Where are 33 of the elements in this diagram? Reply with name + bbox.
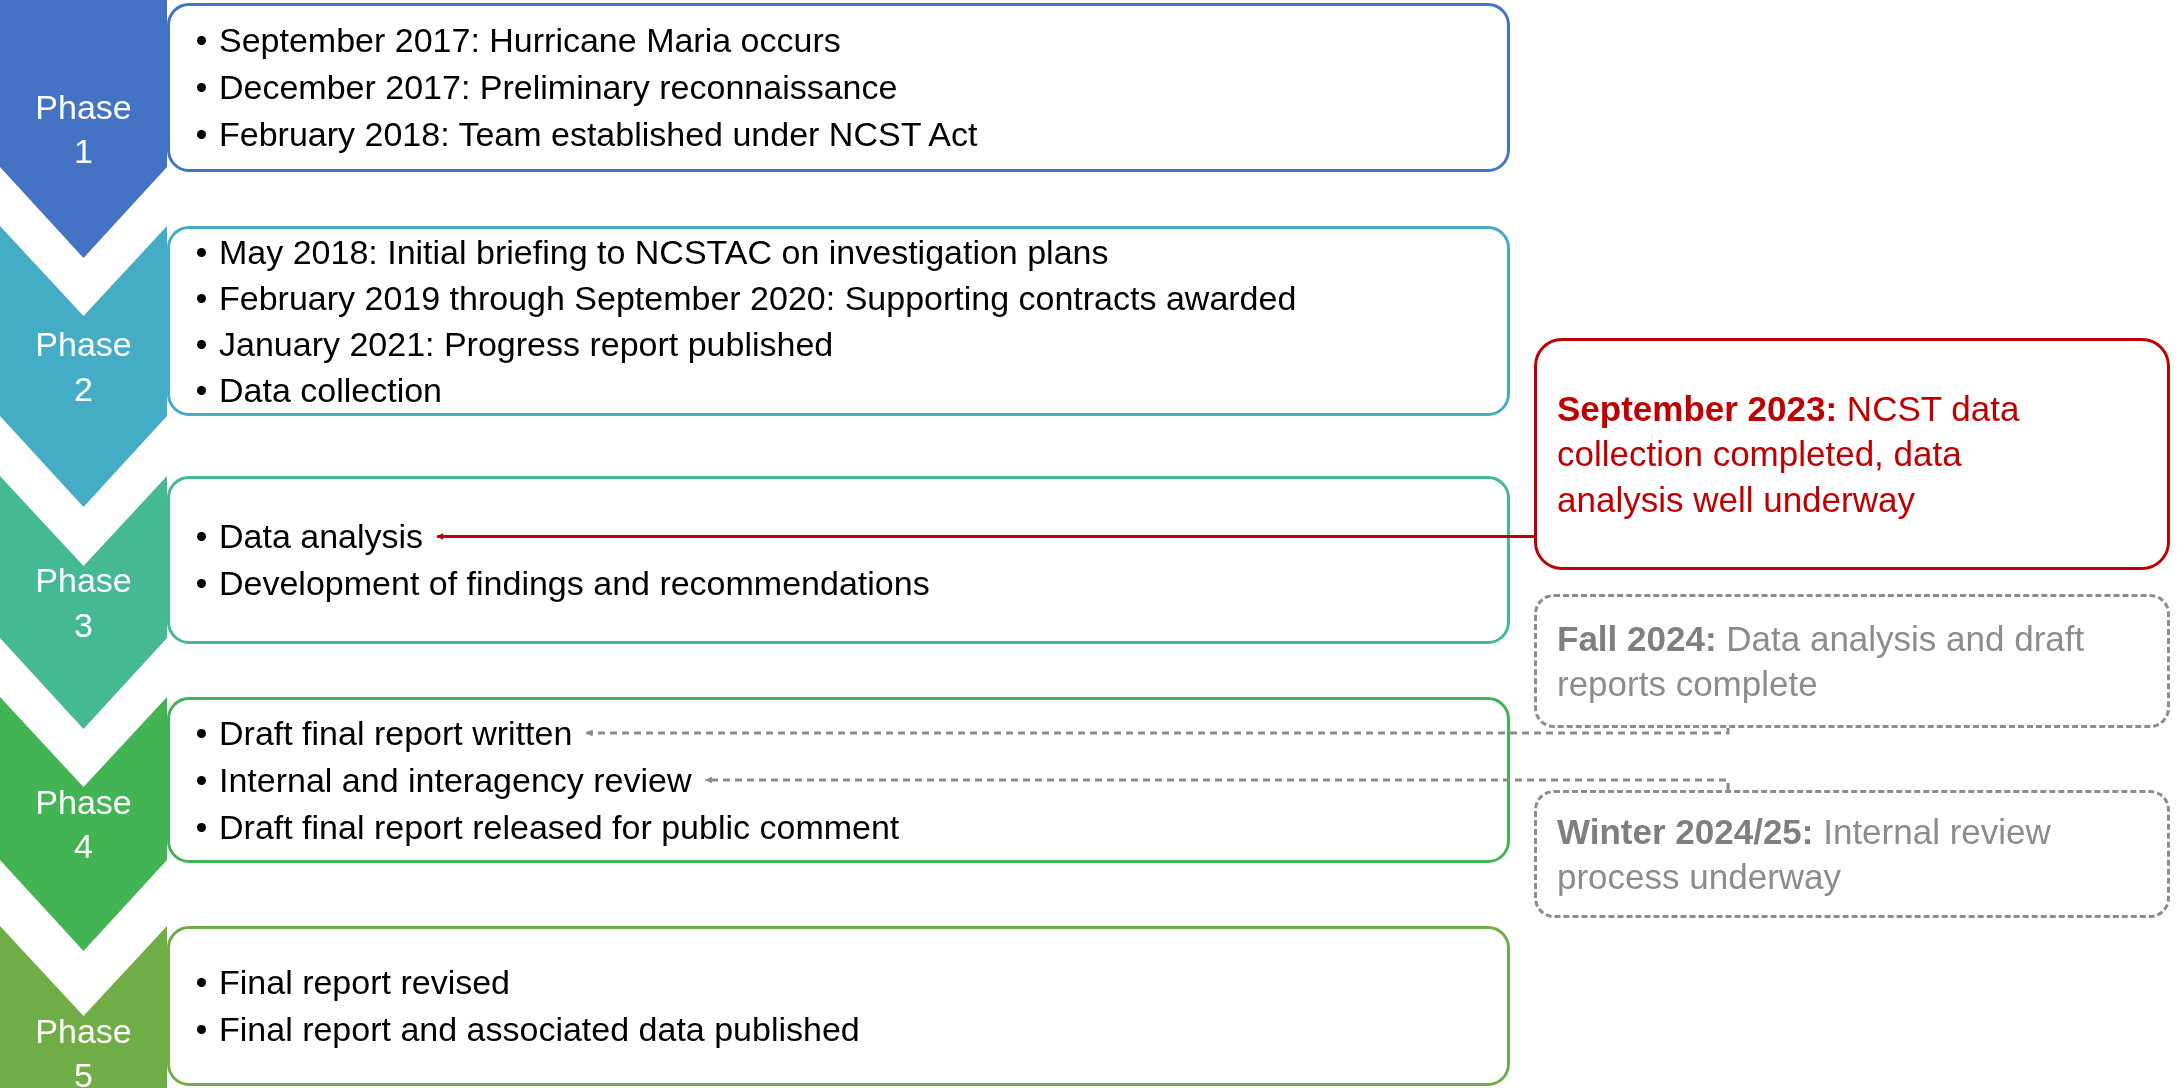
- bullet-text: February 2018: Team established under NCST Act: [219, 114, 978, 155]
- phase-label: Phase 2: [34, 324, 133, 410]
- bullet-text: February 2019 through September 2020: Supporting contracts awarded: [219, 277, 1297, 319]
- bullet-text: Data analysis: [219, 516, 424, 557]
- phase-label: Phase 4: [34, 781, 133, 867]
- milestone-note: Fall 2024: Data analysis and draft reports complete: [1557, 617, 2086, 705]
- milestone-note: September 2023: NCST data collection completed, data analysis well underway: [1557, 387, 2021, 521]
- phase-box: [167, 3, 1510, 172]
- phase-label: Phase 5: [34, 1010, 133, 1088]
- callout-box: [1534, 790, 2170, 918]
- arrow: [585, 726, 1730, 737]
- phase-label: Phase 1: [34, 86, 133, 172]
- phase-box: [167, 697, 1510, 863]
- bullet-text: Draft final report released for public comment: [219, 806, 900, 848]
- milestone-note: Winter 2024/25: Internal review process underway: [1557, 810, 2052, 898]
- bullet-text: January 2021: Progress report published: [219, 323, 834, 365]
- callout-box: [1534, 594, 2170, 728]
- phase-box: [167, 476, 1510, 644]
- bullet-text: September 2017: Hurricane Maria occurs: [219, 20, 841, 61]
- arrow: [704, 776, 1730, 791]
- bullet-text: Draft final report written: [219, 712, 573, 754]
- bullet-text: Data collection: [219, 369, 442, 411]
- bullet-text: Internal and interagency review: [219, 759, 692, 801]
- bullet-text: Final report and associated data published: [219, 1009, 860, 1050]
- bullet-text: May 2018: Initial briefing to NCSTAC on investigation plans: [219, 231, 1109, 273]
- arrow: [436, 533, 1534, 540]
- bullet-text: December 2017: Preliminary reconnaissance: [219, 67, 898, 108]
- bullet-text: Development of findings and recommendations: [219, 563, 930, 604]
- bullet-text: Final report revised: [219, 962, 510, 1003]
- phase-box: [167, 226, 1510, 416]
- phase-box: [167, 926, 1510, 1086]
- callout-box: [1534, 338, 2170, 570]
- phase-label: Phase 3: [34, 560, 133, 646]
